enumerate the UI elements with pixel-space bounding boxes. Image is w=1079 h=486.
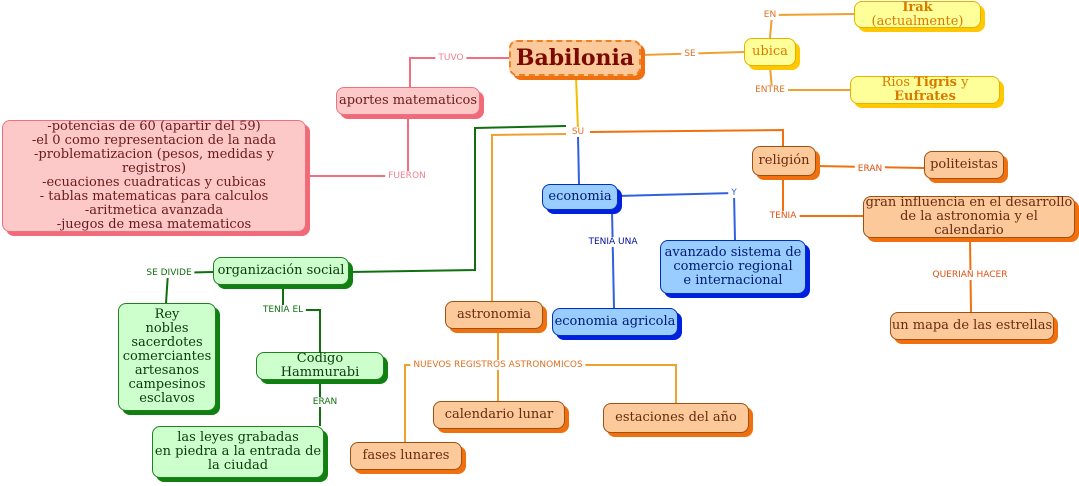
link-label-su: SU: [568, 127, 588, 137]
link-label-nuevos-registros: NUEVOS REGISTROS ASTRONOMICOS: [410, 360, 586, 370]
link-label-fueron: FUERON: [385, 171, 429, 181]
link-label-tenia-una: TENIA UNA: [585, 237, 641, 247]
irak-bold: Irak: [902, 0, 933, 15]
node-clases-sociales[interactable]: Rey nobles sacerdotes comerciantes artes…: [118, 303, 216, 411]
node-economia[interactable]: economia: [542, 184, 618, 210]
node-astronomia[interactable]: astronomia: [445, 301, 543, 329]
node-organizacion-social[interactable]: organización social: [213, 257, 349, 285]
irak-rest: (actualmente): [871, 13, 964, 29]
node-ubica[interactable]: ubica: [744, 38, 796, 66]
tigris: Tigris: [914, 75, 957, 90]
node-mapa-estrellas[interactable]: un mapa de las estrellas: [890, 312, 1054, 340]
eufrates: Eufrates: [894, 89, 956, 104]
node-leyes[interactable]: las leyes grabadas en piedra a la entrad…: [152, 426, 324, 478]
link-label-eran-leyes: ERAN: [309, 397, 341, 407]
link-label-tuvo: TUVO: [435, 53, 467, 63]
link-label-tenia-el: TENIA EL: [259, 305, 307, 315]
node-irak[interactable]: Irak (actualmente): [854, 0, 981, 29]
link-label-eran-religion: ERAN: [854, 164, 886, 174]
link-label-tenia: TENIA: [766, 211, 800, 221]
rios-text: Rios: [881, 75, 915, 90]
node-influencia[interactable]: gran influencia en el desarrollo de la a…: [863, 196, 1075, 238]
node-estaciones[interactable]: estaciones del año: [603, 403, 749, 433]
babilonia-main-node[interactable]: Babilonia: [509, 40, 641, 76]
node-rios[interactable]: Rios Tigris y Eufrates: [850, 76, 1000, 104]
node-politeistas[interactable]: politeistas: [924, 151, 1004, 179]
link-label-se: SE: [681, 49, 699, 59]
node-aportes-list[interactable]: -potencias de 60 (apartir del 59) -el 0 …: [2, 120, 306, 232]
node-comercio[interactable]: avanzado sistema de comercio regional e …: [660, 240, 806, 294]
node-religion[interactable]: religión: [752, 146, 816, 176]
node-economia-agricola[interactable]: economia agricola: [552, 308, 678, 336]
node-aportes-matematicos[interactable]: aportes matematicos: [336, 87, 480, 115]
link-label-querian-hacer: QUERIAN HACER: [929, 270, 1011, 280]
node-fases-lunares[interactable]: fases lunares: [350, 442, 462, 470]
node-codigo-hammurabi[interactable]: Codigo Hammurabi: [256, 352, 384, 380]
y-text: y: [956, 75, 969, 90]
link-label-en: EN: [760, 10, 780, 20]
link-label-entre: ENTRE: [752, 85, 788, 95]
link-label-se-divide: SE DIVIDE: [143, 268, 195, 278]
link-label-y: Y: [728, 188, 740, 198]
node-calendario-lunar[interactable]: calendario lunar: [433, 401, 565, 429]
